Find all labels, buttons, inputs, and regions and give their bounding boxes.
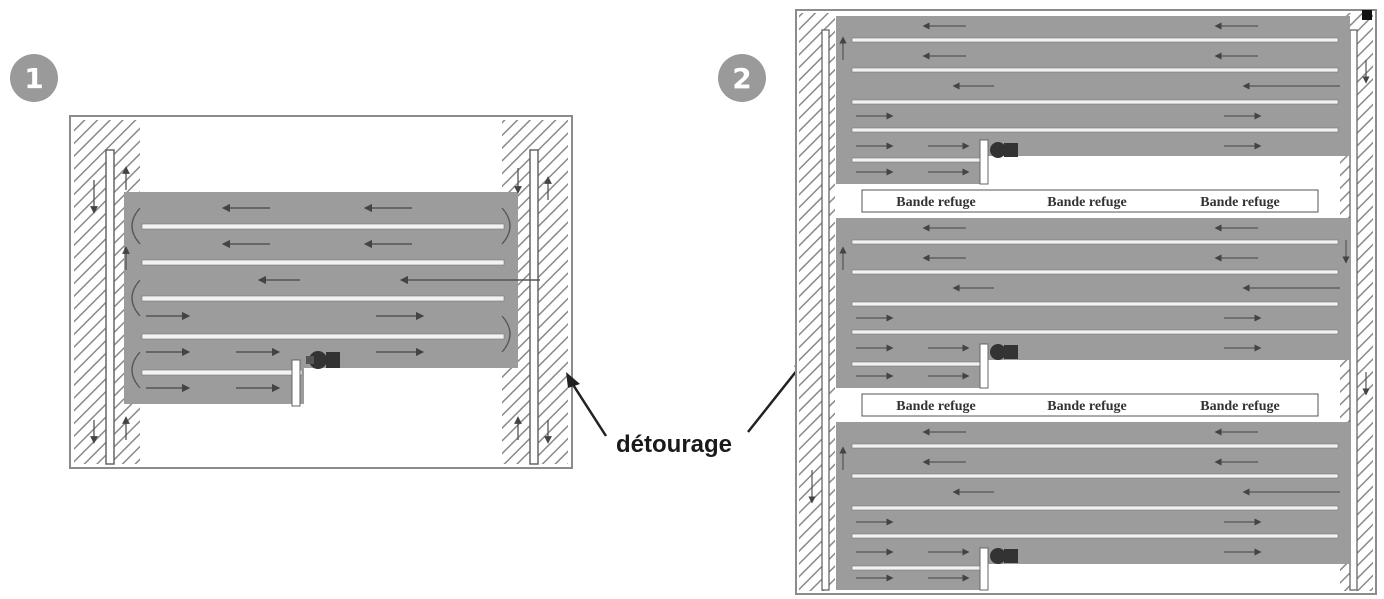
- figure-1: 1: [10, 54, 573, 469]
- figure-1-separator: [141, 295, 505, 302]
- figure-2-valve-icon: [990, 548, 1018, 564]
- figure-2-badge: 2: [718, 54, 766, 102]
- figure-1-connector: [291, 359, 301, 407]
- refuge-band-label: Bande refuge: [1200, 195, 1279, 210]
- refuge-band-1: Bande refuge Bande refuge Bande refuge: [861, 189, 1319, 213]
- figure-1-right-post: [529, 149, 539, 465]
- refuge-band-label: Bande refuge: [1047, 195, 1126, 210]
- figure-2-module-2: [836, 218, 1350, 389]
- figure-1-separator: [141, 259, 505, 266]
- figure-2-module-1: [836, 16, 1350, 185]
- figure-2-right-post: [1349, 29, 1358, 591]
- figure-2: 2: [718, 9, 1377, 595]
- refuge-band-label: Bande refuge: [896, 399, 975, 414]
- figure-2-valve-icon: [990, 142, 1018, 158]
- figure-1-valve-icon: [306, 351, 340, 369]
- figure-2-corner-mark: [1362, 10, 1372, 20]
- callout-arrowhead-left: [566, 372, 580, 388]
- refuge-band-2: Bande refuge Bande refuge Bande refuge: [861, 393, 1319, 417]
- figure-2-valve-icon: [990, 344, 1018, 360]
- refuge-band-label: Bande refuge: [1047, 399, 1126, 414]
- figure-1-wall-arrows: [90, 166, 552, 444]
- figure-1-separator: [141, 333, 505, 340]
- callout-arrow-right: [747, 363, 803, 433]
- figure-2-number: 2: [732, 62, 751, 95]
- figure-2-module-3: [836, 422, 1350, 591]
- figure-1-left-post: [105, 149, 115, 465]
- figure-2-left-post: [821, 29, 830, 591]
- detourage-callout: détourage: [566, 358, 808, 458]
- figure-1-separator: [141, 369, 303, 376]
- callout-label: détourage: [616, 431, 732, 458]
- figure-1-badge: 1: [10, 54, 58, 102]
- figure-1-separator: [141, 223, 505, 230]
- figure-1-flow-arrows: [146, 203, 540, 393]
- figure-1-number: 1: [24, 62, 43, 95]
- refuge-band-label: Bande refuge: [896, 195, 975, 210]
- callout-arrow-left: [568, 379, 608, 437]
- refuge-band-label: Bande refuge: [1200, 399, 1279, 414]
- figure-2-wall-arrows: [808, 36, 1370, 504]
- figure-1-turn-arcs: [131, 207, 511, 389]
